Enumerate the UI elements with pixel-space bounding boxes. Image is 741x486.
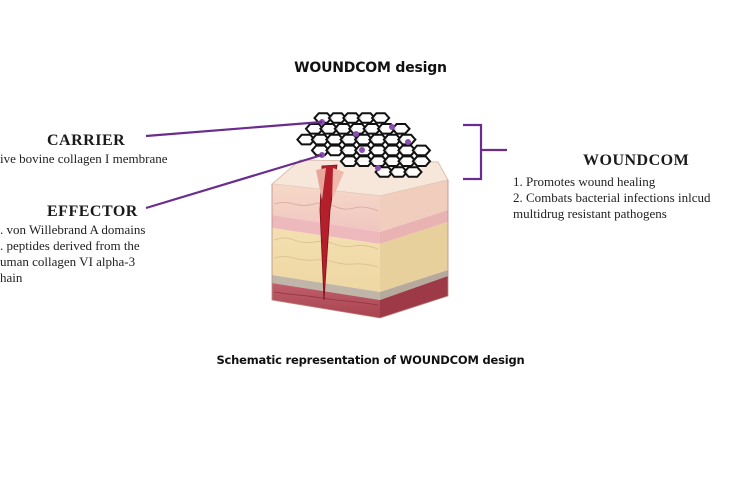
woundcom-heading: WOUNDCOM <box>583 152 690 169</box>
mesh-hexagon <box>324 133 345 146</box>
mesh-hexagon <box>353 155 374 167</box>
mesh-hexagon <box>382 133 403 146</box>
effector-heading: EFFECTOR <box>47 203 138 220</box>
effector-domain-dot <box>389 124 395 130</box>
diagram-caption: Schematic representation of WOUNDCOM des… <box>216 353 525 367</box>
woundcom-line: 1. Promotes wound healing <box>513 174 656 189</box>
effector-domain-dot <box>359 147 365 153</box>
mesh-hexagon <box>388 166 409 178</box>
mesh-hexagon <box>347 123 368 135</box>
mesh-hexagon <box>341 112 362 124</box>
mesh-hexagon <box>319 123 339 135</box>
effector-line: hain <box>0 270 23 285</box>
effector-connector-line <box>145 153 323 210</box>
effector-domain-dot <box>375 165 381 171</box>
mesh-hexagon <box>368 133 388 146</box>
carrier-heading: CARRIER <box>47 132 126 149</box>
mesh-hexagon <box>368 144 389 157</box>
effector-domain-dot <box>353 131 359 137</box>
mesh-hexagon <box>362 123 383 135</box>
carrier-line: ive bovine collagen I membrane <box>0 151 168 166</box>
mesh-hexagon <box>382 155 403 167</box>
mesh-hexagon <box>304 123 325 135</box>
mesh-hexagon <box>333 123 354 135</box>
collagen-membrane-mesh <box>296 112 432 178</box>
mesh-hexagon <box>382 144 403 157</box>
woundcom-line: 2. Combats bacterial infections inlcud <box>513 190 711 205</box>
effector-domain-dot <box>405 139 411 145</box>
mesh-hexagon <box>296 133 316 146</box>
wound-cut <box>319 164 338 301</box>
effector-line: uman collagen VI alpha-3 <box>0 254 136 269</box>
mesh-hexagon <box>353 133 374 146</box>
woundcom-bracket <box>463 123 507 181</box>
mesh-hexagon <box>325 144 345 157</box>
mesh-hexagon <box>391 123 411 135</box>
mesh-hexagon <box>411 155 432 167</box>
effector-line: . peptides derived from the <box>0 238 140 253</box>
mesh-hexagon <box>339 155 360 167</box>
mesh-hexagon <box>356 112 377 124</box>
mesh-hexagon <box>370 112 391 124</box>
mesh-hexagon <box>310 133 331 146</box>
mesh-hexagon <box>327 112 348 124</box>
mesh-hexagon <box>339 144 360 157</box>
effector-line: . von Willebrand A domains <box>0 222 146 237</box>
skin-tissue-block <box>270 159 449 319</box>
effector-description: . von Willebrand A domains . peptides de… <box>0 222 145 286</box>
carrier-connector-line <box>145 120 323 138</box>
mesh-hexagon <box>397 155 417 167</box>
mesh-hexagon <box>397 144 417 157</box>
mesh-hexagon <box>313 112 333 124</box>
mesh-hexagon <box>411 144 432 157</box>
diagram-title: WOUNDCOM design <box>294 60 447 76</box>
woundcom-line: multidrug resistant pathogens <box>513 206 667 221</box>
mesh-hexagon <box>368 155 389 167</box>
mesh-hexagon <box>403 166 423 178</box>
woundcom-description: 1. Promotes wound healing 2. Combats bac… <box>513 174 710 222</box>
carrier-description: ive bovine collagen I membrane <box>0 151 168 167</box>
